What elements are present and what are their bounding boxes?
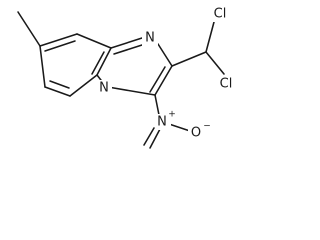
charge-nitro-n: + — [168, 110, 176, 120]
bond-chcl2 — [171, 51, 207, 67]
bond-cl-bottom — [205, 51, 225, 75]
atom-bridge-n: N — [99, 81, 109, 96]
bonds — [17, 11, 225, 149]
bond-ring-1 — [39, 33, 78, 47]
bond-ring-5 — [44, 86, 71, 97]
bond-imid-4 — [107, 86, 156, 96]
bond-cl-top — [205, 21, 215, 53]
molecule-drawing: N N N + O − Cl Cl — [17, 6, 238, 149]
atom-nitro-n: N — [157, 115, 167, 130]
atom-cl-top: Cl — [214, 7, 227, 22]
bond-ring-3 — [96, 47, 112, 76]
bond-methyl — [17, 11, 41, 47]
atom-nitro-o: O — [191, 126, 201, 141]
structure-canvas: N N N + O − Cl Cl — [0, 0, 240, 153]
bond-ring-5-inner — [49, 80, 70, 89]
bond-imid-3-inner — [149, 66, 166, 93]
bond-ring-6 — [39, 45, 46, 88]
bond-imid-1 — [110, 37, 143, 49]
atom-imine-n: N — [145, 31, 155, 46]
bond-nitro-o-double-b — [149, 128, 161, 149]
bond-nitro-o-double-a — [143, 127, 155, 146]
bond-ring-1-inner — [44, 40, 76, 52]
bond-nitro-o-single — [168, 123, 191, 132]
bond-imid-1-inner — [113, 44, 143, 55]
bond-imid-2 — [157, 43, 173, 67]
bond-ring-4 — [69, 74, 98, 97]
charge-nitro-o: − — [203, 122, 211, 132]
atom-cl-bottom: Cl — [220, 77, 233, 92]
atom-labels: N N N + O − Cl Cl — [96, 6, 238, 141]
bond-ring-3-inner — [91, 51, 105, 75]
bond-ring-2 — [76, 33, 112, 49]
bond-imid-3 — [154, 65, 173, 96]
bond-nitro — [154, 94, 160, 116]
